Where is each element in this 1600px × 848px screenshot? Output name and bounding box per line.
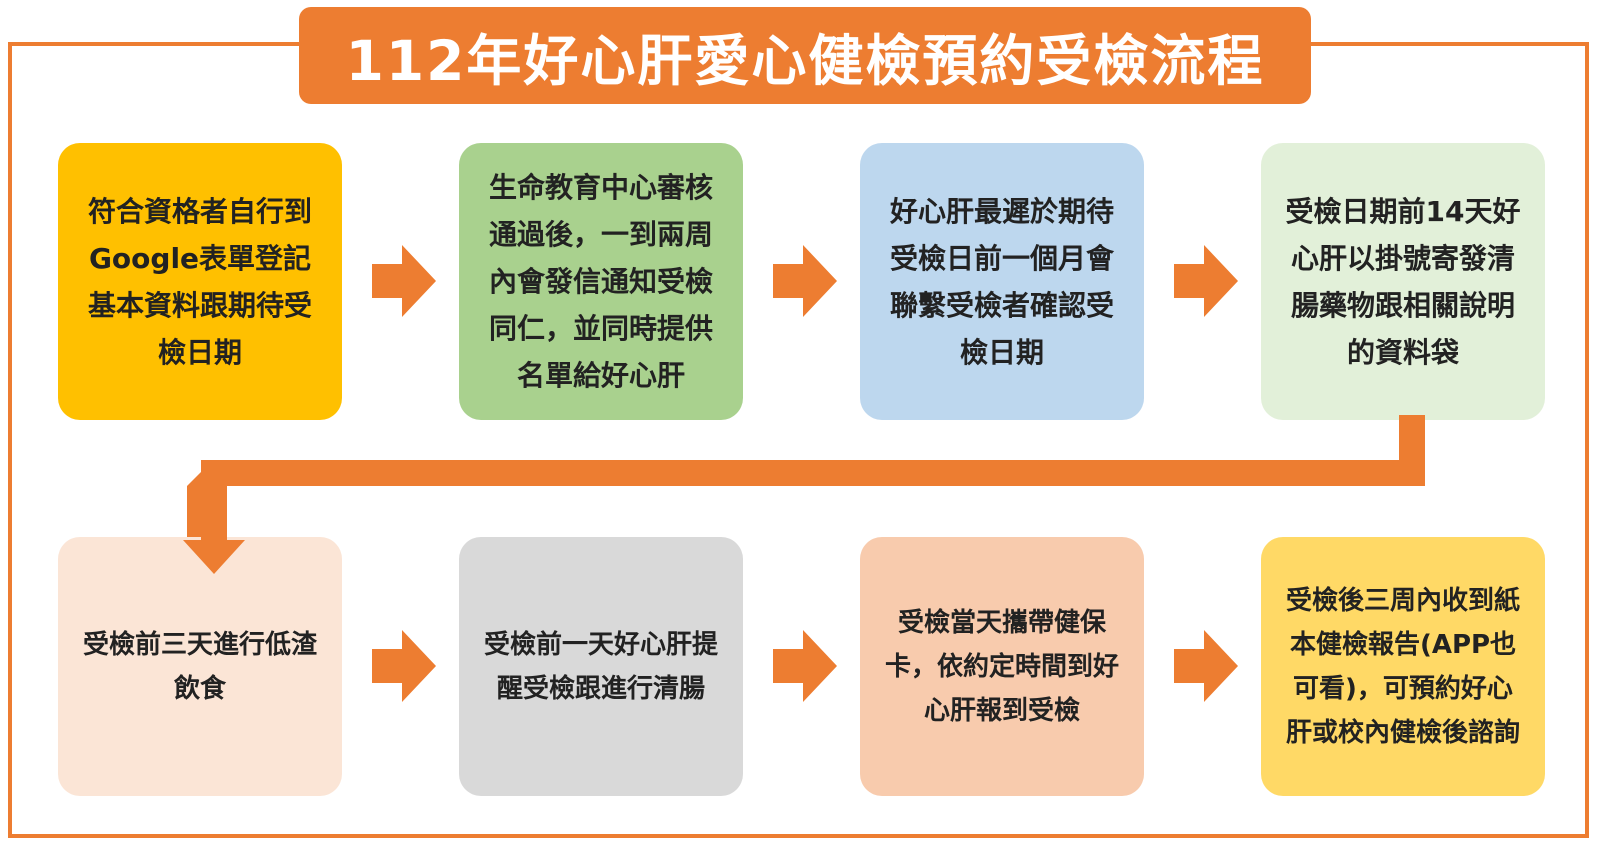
arrow-right-icon: [773, 245, 837, 317]
step-6-box: 受檢前一天好心肝提醒受檢跟進行清腸: [459, 537, 743, 796]
step-1-box: 符合資格者自行到Google表單登記基本資料跟期待受檢日期: [58, 143, 342, 420]
step-2-box: 生命教育中心審核通過後，一到兩周內會發信通知受檢同仁，並同時提供名單給好心肝: [459, 143, 743, 420]
step-3-box: 好心肝最遲於期待受檢日前一個月會聯繫受檢者確認受檢日期: [860, 143, 1144, 420]
page-title: 112年好心肝愛心健檢預約受檢流程: [299, 7, 1311, 104]
step-5-box: 受檢前三天進行低渣飲食: [58, 537, 342, 796]
step-4-box: 受檢日期前14天好心肝以掛號寄發清腸藥物跟相關說明的資料袋: [1261, 143, 1545, 420]
arrow-right-icon: [773, 630, 837, 702]
arrow-right-icon: [372, 245, 436, 317]
step-8-box: 受檢後三周內收到紙本健檢報告(APP也可看)，可預約好心肝或校內健檢後諮詢: [1261, 537, 1545, 796]
step-7-box: 受檢當天攜帶健保卡，依約定時間到好心肝報到受檢: [860, 537, 1144, 796]
arrow-right-icon: [1174, 630, 1238, 702]
arrow-right-icon: [1174, 245, 1238, 317]
arrow-right-icon: [372, 630, 436, 702]
